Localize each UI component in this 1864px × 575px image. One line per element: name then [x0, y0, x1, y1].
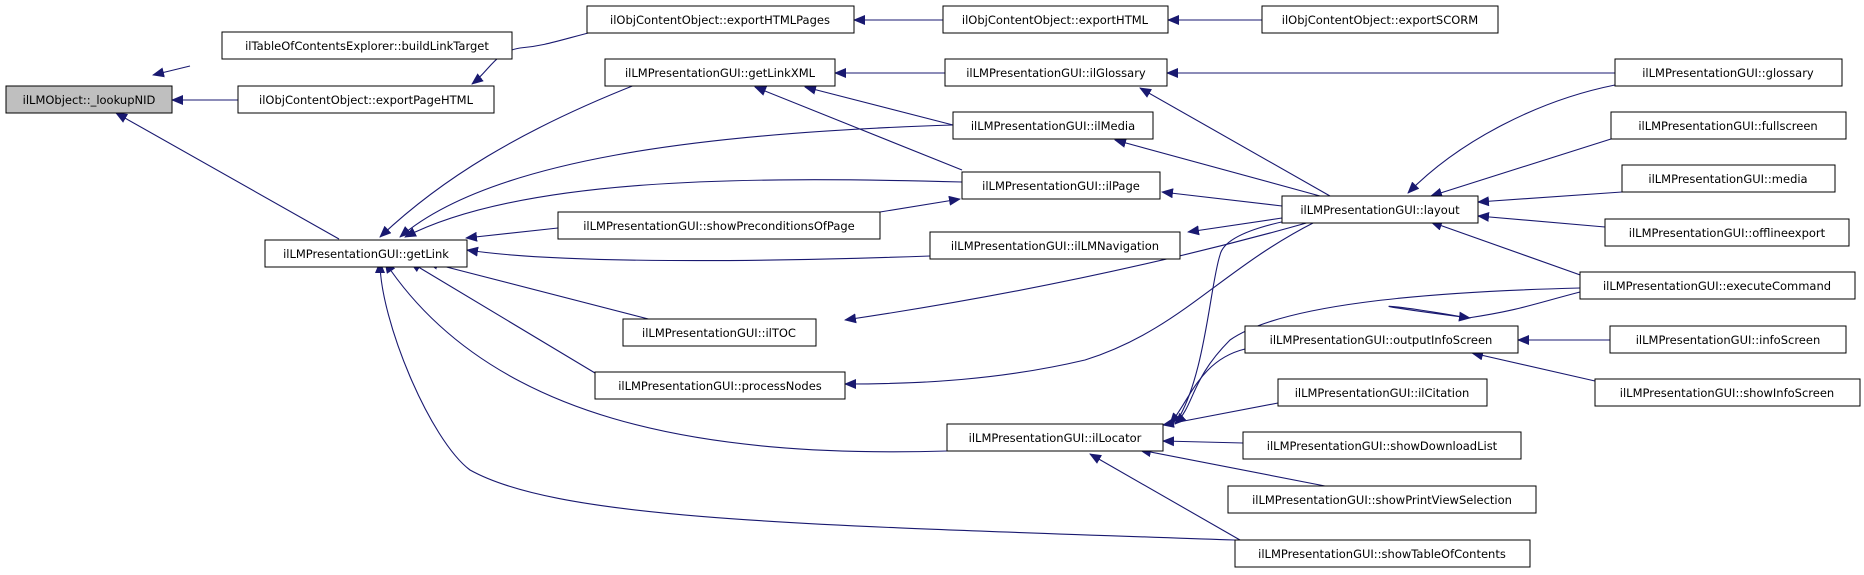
- edge-n12-to-n7: [754, 86, 963, 171]
- edge-n3-to-n0: [115, 112, 340, 240]
- node-label: ilLMPresentationGUI::executeCommand: [1603, 279, 1831, 293]
- edge-n14-to-n22: [844, 221, 1316, 389]
- edge-n12-to-n3: [404, 179, 963, 238]
- edge-n10-to-n3: [399, 124, 954, 238]
- node-illmpresentationgui-showdownloadlist[interactable]: ilLMPresentationGUI::showDownloadList: [1242, 431, 1522, 460]
- edge-n27-to-n25: [1139, 447, 1326, 487]
- node-ilobjcontentobject-exporthtmlpages[interactable]: ilObjContentObject::exportHTMLPages: [586, 5, 855, 34]
- edge-n17-to-n3: [466, 246, 931, 262]
- edge-n4-to-n2: [471, 29, 601, 85]
- graph-nodes: ilLMObject::_lookupNID ilTableOfContents…: [5, 5, 1861, 568]
- edge-n7-to-n3: [379, 82, 641, 238]
- edge-n24-to-n25: [1162, 402, 1279, 428]
- node-label: ilObjContentObject::exportPageHTML: [259, 93, 474, 107]
- node-illmpresentationgui-showtableofcontents[interactable]: ilLMPresentationGUI::showTableOfContents: [1234, 539, 1531, 568]
- graph-edges: [115, 15, 1623, 541]
- edge-n22-to-n3: [409, 261, 601, 377]
- edge-n14-to-n19: [844, 221, 1311, 324]
- edge-n16-to-n14: [1477, 211, 1606, 228]
- node-label: ilLMPresentationGUI::showDownloadList: [1267, 439, 1498, 453]
- node-illmpresentationgui-offlineexport[interactable]: ilLMPresentationGUI::offlineexport: [1604, 218, 1850, 247]
- node-illmpresentationgui-executecommand[interactable]: ilLMPresentationGUI::executeCommand: [1579, 271, 1856, 300]
- node-illmpresentationgui-showinfoscreen[interactable]: ilLMPresentationGUI::showInfoScreen: [1594, 378, 1861, 407]
- node-label: ilLMPresentationGUI::processNodes: [618, 379, 822, 393]
- edge-n18-to-n20: [1388, 291, 1581, 322]
- node-label: ilLMPresentationGUI::infoScreen: [1636, 333, 1821, 347]
- node-label: ilObjContentObject::exportHTML: [962, 13, 1149, 27]
- node-label: ilLMPresentationGUI::ilLocator: [969, 431, 1142, 445]
- node-ilobjcontentobject-exportscorm[interactable]: ilObjContentObject::exportSCORM: [1261, 5, 1499, 34]
- edge-n18-to-n14: [1430, 220, 1601, 283]
- node-ilobjcontentobject-exportpagehtml[interactable]: ilObjContentObject::exportPageHTML: [237, 85, 495, 114]
- edge-n20-to-n25: [1169, 348, 1246, 425]
- node-illmpresentationgui-showprintviewselection[interactable]: ilLMPresentationGUI::showPrintViewSelect…: [1227, 485, 1537, 514]
- node-ilobjcontentobject-exporthtml[interactable]: ilObjContentObject::exportHTML: [942, 5, 1169, 34]
- edge-n23-to-n20: [1471, 350, 1596, 382]
- node-illmobject-lookupnid[interactable]: ilLMObject::_lookupNID: [5, 85, 173, 114]
- edge-n15-to-n12: [879, 195, 961, 213]
- node-illmpresentationgui-glossary[interactable]: ilLMPresentationGUI::glossary: [1614, 58, 1843, 87]
- node-label: ilLMPresentationGUI::showTableOfContents: [1258, 547, 1506, 561]
- edge-n15-to-n3: [465, 227, 559, 242]
- node-label: ilLMPresentationGUI::showPreconditionsOf…: [583, 219, 855, 233]
- node-illmpresentationgui-infoscreen[interactable]: ilLMPresentationGUI::infoScreen: [1609, 325, 1847, 354]
- edge-n14-to-n8: [1139, 87, 1331, 197]
- node-label: ilLMPresentationGUI::showInfoScreen: [1620, 386, 1834, 400]
- edge-n1-to-n0: [152, 65, 191, 78]
- edge-n14-to-n10: [1114, 138, 1321, 197]
- node-illmpresentationgui-ilpage[interactable]: ilLMPresentationGUI::ilPage: [961, 171, 1161, 200]
- node-illmpresentationgui-getlinkxml[interactable]: ilLMPresentationGUI::getLinkXML: [604, 58, 836, 87]
- node-label: ilLMPresentationGUI::ilMedia: [971, 119, 1135, 133]
- edge-n18-to-n25: [1174, 287, 1581, 425]
- edge-n28-to-n3: [375, 261, 1236, 541]
- edge-n19-to-n3: [426, 259, 661, 323]
- edge-n25-to-n3: [384, 261, 948, 453]
- edge-n11-to-n14: [1430, 138, 1612, 198]
- edge-n9-to-n14: [1407, 84, 1616, 194]
- node-label: ilLMObject::_lookupNID: [23, 93, 156, 107]
- edge-n28-to-n25: [1089, 453, 1241, 541]
- node-label: ilLMPresentationGUI::showPrintViewSelect…: [1252, 493, 1512, 507]
- node-label: ilLMPresentationGUI::ilLMNavigation: [951, 239, 1159, 253]
- node-illmpresentationgui-media[interactable]: ilLMPresentationGUI::media: [1621, 164, 1836, 193]
- node-label: ilLMPresentationGUI::layout: [1300, 203, 1460, 217]
- node-label: ilLMPresentationGUI::ilPage: [982, 179, 1140, 193]
- node-illmpresentationgui-iltoc[interactable]: ilLMPresentationGUI::ilTOC: [622, 318, 817, 347]
- node-label: ilLMPresentationGUI::fullscreen: [1638, 119, 1817, 133]
- edge-n26-to-n25: [1162, 436, 1244, 447]
- node-illmpresentationgui-layout[interactable]: ilLMPresentationGUI::layout: [1281, 195, 1479, 224]
- node-illmpresentationgui-illmnavigation[interactable]: ilLMPresentationGUI::ilLMNavigation: [929, 231, 1181, 260]
- node-label: ilLMPresentationGUI::ilCitation: [1295, 386, 1470, 400]
- node-label: ilLMPresentationGUI::outputInfoScreen: [1270, 333, 1493, 347]
- node-illmpresentationgui-ilmedia[interactable]: ilLMPresentationGUI::ilMedia: [952, 111, 1154, 140]
- node-label: ilLMPresentationGUI::media: [1648, 172, 1807, 186]
- node-label: ilLMPresentationGUI::ilTOC: [642, 326, 796, 340]
- node-label: ilLMPresentationGUI::glossary: [1642, 66, 1814, 80]
- node-label: ilLMPresentationGUI::getLinkXML: [625, 66, 816, 80]
- edge-n14-to-n12: [1161, 188, 1283, 207]
- node-label: ilTableOfContentsExplorer::buildLinkTarg…: [245, 39, 489, 53]
- edge-n10-to-n7: [804, 84, 954, 126]
- node-label: ilLMPresentationGUI::offlineexport: [1629, 226, 1826, 240]
- node-illmpresentationgui-ilglossary[interactable]: ilLMPresentationGUI::ilGlossary: [944, 58, 1168, 87]
- node-label: ilObjContentObject::exportHTMLPages: [610, 13, 830, 27]
- node-illmpresentationgui-showpreconditionsofpage[interactable]: ilLMPresentationGUI::showPreconditionsOf…: [557, 211, 881, 240]
- edge-n14-to-n17: [1187, 217, 1283, 236]
- node-iltableofcontentsexplorer-buildlinktarget[interactable]: ilTableOfContentsExplorer::buildLinkTarg…: [221, 31, 513, 60]
- node-illmpresentationgui-getlink[interactable]: ilLMPresentationGUI::getLink: [264, 239, 468, 268]
- node-illmpresentationgui-outputinfoscreen[interactable]: ilLMPresentationGUI::outputInfoScreen: [1244, 325, 1519, 354]
- edge-n13-to-n14: [1477, 191, 1623, 207]
- node-illmpresentationgui-fullscreen[interactable]: ilLMPresentationGUI::fullscreen: [1610, 111, 1847, 140]
- node-label: ilObjContentObject::exportSCORM: [1282, 13, 1478, 27]
- node-label: ilLMPresentationGUI::ilGlossary: [966, 66, 1146, 80]
- node-label: ilLMPresentationGUI::getLink: [283, 247, 449, 261]
- node-illmpresentationgui-ilcitation[interactable]: ilLMPresentationGUI::ilCitation: [1277, 378, 1488, 407]
- node-illmpresentationgui-illocator[interactable]: ilLMPresentationGUI::ilLocator: [946, 423, 1164, 452]
- node-illmpresentationgui-processnodes[interactable]: ilLMPresentationGUI::processNodes: [594, 371, 846, 400]
